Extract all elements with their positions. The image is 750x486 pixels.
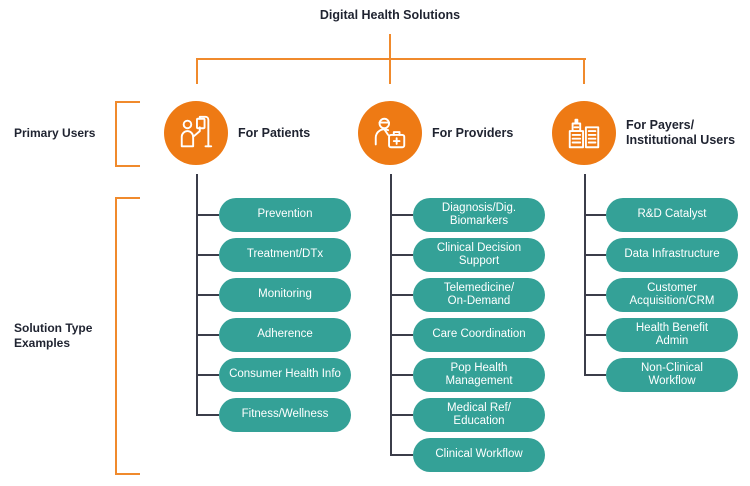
item-connector <box>390 334 413 336</box>
solution-pill: Health Benefit Admin <box>606 318 738 352</box>
solution-pill: Clinical Decision Support <box>413 238 545 272</box>
branch-left-drop <box>196 58 198 84</box>
item-connector <box>390 214 413 216</box>
solution-pill: Medical Ref/ Education <box>413 398 545 432</box>
item-connector <box>584 294 606 296</box>
solution-pill: Fitness/Wellness <box>219 398 351 432</box>
item-connector <box>390 414 413 416</box>
branch-connector <box>196 58 586 60</box>
solution-pill: Pop Health Management <box>413 358 545 392</box>
doctor-medkit-icon <box>374 117 406 149</box>
solution-pill: Consumer Health Info <box>219 358 351 392</box>
solution-pill: Care Coordination <box>413 318 545 352</box>
item-connector <box>196 294 219 296</box>
providers-circle <box>358 101 422 165</box>
patient-iv-icon <box>180 115 213 148</box>
item-connector <box>390 374 413 376</box>
branch-right-drop <box>583 58 585 84</box>
row-label-solution-types: Solution Type Examples <box>14 321 93 350</box>
payers-connector <box>584 174 586 376</box>
item-connector <box>390 454 413 456</box>
column-title-providers: For Providers <box>432 126 514 140</box>
solution-pill: Diagnosis/Dig. Biomarkers <box>413 198 545 232</box>
item-connector <box>584 374 606 376</box>
providers-connector <box>390 174 392 456</box>
diagram-title: Digital Health Solutions <box>319 8 461 22</box>
column-title-patients: For Patients <box>238 126 311 140</box>
payers-circle <box>552 101 616 165</box>
item-connector <box>196 334 219 336</box>
solution-pill: Telemedicine/ On-Demand <box>413 278 545 312</box>
solution-pill: Monitoring <box>219 278 351 312</box>
item-connector <box>584 254 606 256</box>
solution-pill: Adherence <box>219 318 351 352</box>
row-label-primary-users: Primary Users <box>14 126 96 140</box>
solution-pill: Prevention <box>219 198 351 232</box>
item-connector <box>390 254 413 256</box>
item-connector <box>390 294 413 296</box>
item-connector <box>196 374 219 376</box>
solution-pill: R&D Catalyst <box>606 198 738 232</box>
buildings-icon <box>568 118 600 149</box>
solution-pill: Customer Acquisition/CRM <box>606 278 738 312</box>
solution-pill: Treatment/DTx <box>219 238 351 272</box>
patients-circle <box>164 101 228 165</box>
column-title-payers: For Payers/ Institutional Users <box>626 118 736 147</box>
item-connector <box>196 254 219 256</box>
item-connector <box>584 334 606 336</box>
item-connector <box>584 214 606 216</box>
solution-pill: Data Infrastructure <box>606 238 738 272</box>
solution-pill: Non-Clinical Workflow <box>606 358 738 392</box>
item-connector <box>196 214 219 216</box>
item-connector <box>196 414 219 416</box>
solution-pill: Clinical Workflow <box>413 438 545 472</box>
